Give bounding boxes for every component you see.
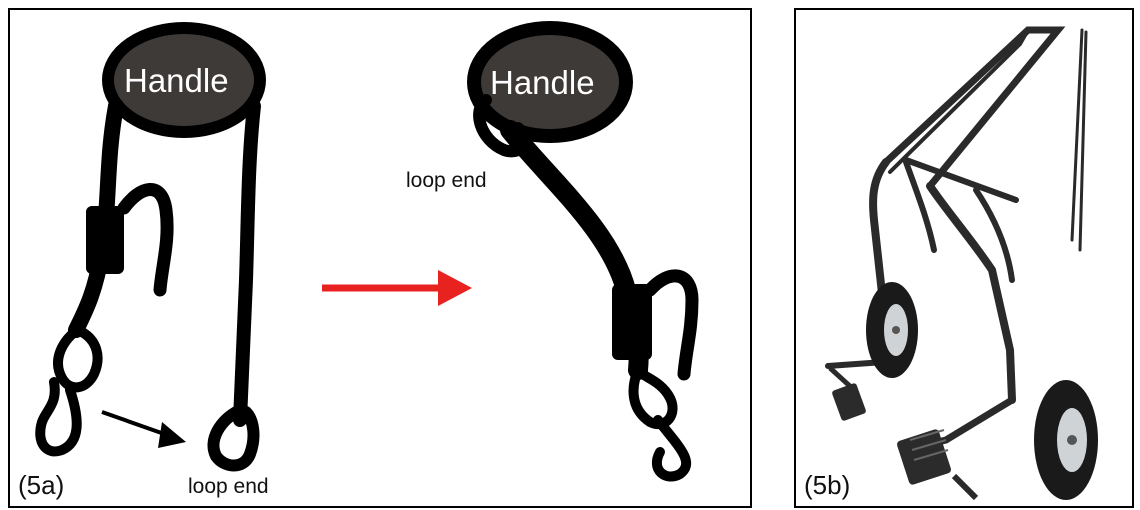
left-hook-loop	[53, 323, 103, 393]
panel-5b: (5b)	[794, 8, 1134, 508]
right-foot-pedal	[897, 429, 979, 501]
right-strap-illustration	[467, 21, 699, 482]
left-loop-end	[207, 404, 260, 472]
left-strap-illustration	[35, 22, 266, 472]
left-handle-shape	[102, 22, 266, 138]
left-strap-tail	[117, 183, 174, 297]
transition-arrow	[322, 270, 472, 306]
top-rail	[882, 26, 1066, 190]
side-rail	[888, 28, 1030, 174]
left-black-arrow-head	[158, 422, 186, 448]
left-black-arrow-line	[101, 410, 171, 438]
left-brace	[903, 159, 937, 253]
right-brace	[973, 187, 1015, 283]
right-loop-end-label: loop end	[406, 169, 487, 192]
right-hook-loop	[628, 365, 678, 429]
left-s-hook	[35, 377, 82, 457]
top-rail-cross	[903, 157, 1019, 203]
left-buckle	[86, 206, 124, 274]
right-wheel	[1034, 380, 1098, 500]
left-upright	[869, 158, 891, 366]
left-strap-right-run	[233, 99, 261, 427]
right-buckle	[612, 284, 652, 360]
caption-5a: (5a)	[18, 470, 65, 500]
strap-diagram	[35, 21, 699, 482]
right-handle-shape	[467, 21, 633, 143]
caption-5b: (5b)	[804, 470, 851, 500]
right-strap-tail	[643, 269, 699, 381]
hanging-strap	[1070, 28, 1088, 252]
left-foot-pedal	[828, 366, 866, 421]
panel-5a: Handle Handle loop end loop end (5a)	[8, 8, 752, 508]
right-handle-label: Handle	[490, 64, 595, 101]
left-loop-end-label: loop end	[188, 475, 269, 498]
dolly-cart-illustration	[825, 26, 1098, 501]
right-s-hook	[651, 415, 691, 482]
right-upright	[926, 182, 1016, 404]
left-wheel	[866, 282, 918, 378]
left-handle-label: Handle	[124, 62, 229, 99]
